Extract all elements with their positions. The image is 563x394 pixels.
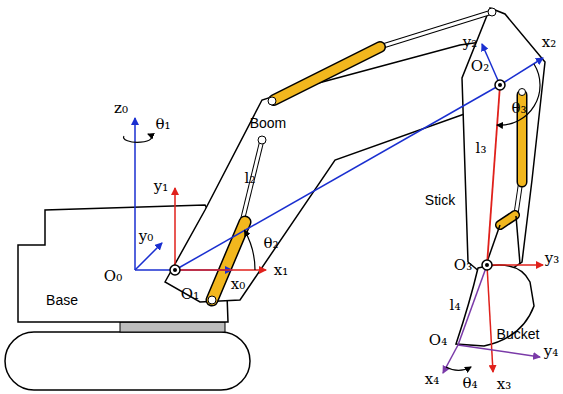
length-label: l₄ <box>450 298 461 313</box>
axis-label: y₄ <box>544 344 559 359</box>
part-name: Boom <box>250 116 287 130</box>
joint <box>495 80 505 90</box>
joint <box>482 260 492 270</box>
axis-label: x₃ <box>497 377 511 392</box>
pin <box>268 97 276 105</box>
joint <box>173 268 177 272</box>
y0-axis <box>135 243 162 270</box>
angle-label: θ₁ <box>155 117 170 132</box>
point-label: O₃ <box>454 258 472 273</box>
axis-label: y₁ <box>154 179 169 194</box>
l4-line <box>458 265 487 345</box>
point-label: O₄ <box>429 333 447 348</box>
stick-cylinder <box>274 47 380 100</box>
pin <box>488 8 496 16</box>
axis-label: x₁ <box>274 263 288 278</box>
pin <box>519 89 526 96</box>
axis-label: x₂ <box>542 35 556 50</box>
pin <box>208 296 216 304</box>
joint <box>485 263 489 267</box>
angle-arc <box>497 64 540 125</box>
axis-label: y₃ <box>545 251 560 266</box>
rotation-arrow <box>124 134 152 142</box>
stick-outline <box>462 8 545 282</box>
point-label: O₀ <box>104 269 122 284</box>
track <box>5 332 250 390</box>
point-label: O₂ <box>471 59 489 74</box>
x2-axis <box>500 58 543 85</box>
bucket-link <box>516 216 520 264</box>
y1-axis <box>174 188 176 270</box>
angle-label: θ₂ <box>263 236 278 251</box>
l3-line <box>487 85 500 265</box>
axis-label: z₀ <box>114 101 128 116</box>
bucket-link <box>500 215 515 225</box>
angle-label: θ₃ <box>511 101 526 116</box>
axis-label: y₀ <box>139 229 154 244</box>
y3-axis <box>487 264 543 266</box>
track-frame <box>120 322 225 332</box>
bucket-link <box>500 215 515 225</box>
part-name: Bucket <box>497 327 540 341</box>
axis-label: x₀ <box>231 277 245 292</box>
stick-cylinder-rod <box>370 12 492 50</box>
stick-cylinder-rod <box>370 12 492 50</box>
axis-label: y₂ <box>463 35 478 50</box>
length-label: l₃ <box>476 141 487 156</box>
y4-axis <box>458 345 540 357</box>
angle-arc <box>245 230 256 270</box>
part-name: Base <box>46 293 78 307</box>
z0-axis <box>134 118 136 270</box>
x3-axis <box>487 265 493 372</box>
x1-axis <box>175 269 266 271</box>
stick-cylinder <box>274 47 380 100</box>
part-name: Stick <box>425 193 455 207</box>
pin <box>258 136 266 144</box>
point-label: O₁ <box>181 287 199 302</box>
axis-label: x₄ <box>425 372 439 387</box>
angle-arc <box>446 367 471 370</box>
joint <box>498 83 502 87</box>
l2-line <box>175 85 500 270</box>
angle-label: θ₄ <box>462 376 477 391</box>
length-label: l₂ <box>245 171 256 186</box>
joint <box>170 265 180 275</box>
